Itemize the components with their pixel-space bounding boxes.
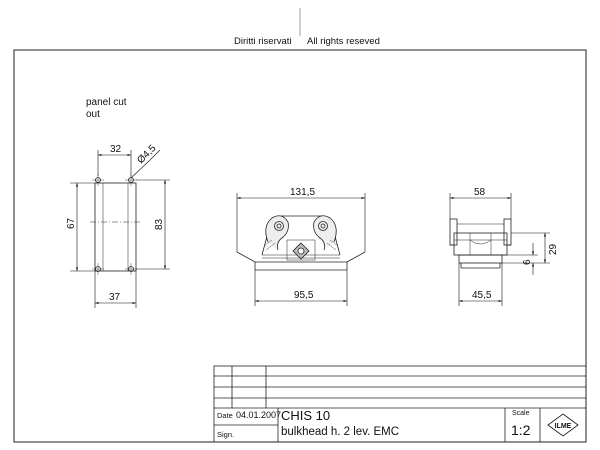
panel-cutout-label-line1: panel cut bbox=[86, 97, 127, 108]
dim-height-label: 29 bbox=[548, 243, 559, 255]
dim-base-width-side-label: 45,5 bbox=[472, 290, 492, 301]
date-value: 04.01.2007 bbox=[236, 410, 282, 420]
dim-top-width-label: 58 bbox=[474, 187, 486, 198]
panel-cutout-label-line2: out bbox=[86, 109, 100, 120]
dim-overall-width-label: 131,5 bbox=[290, 187, 315, 198]
dim-width-top-label: 32 bbox=[110, 144, 122, 155]
rights-reserved-italian: Diritti riservati bbox=[234, 36, 292, 47]
product-description: bulkhead h. 2 lev. EMC bbox=[281, 426, 400, 438]
dim-height-left-label: 67 bbox=[66, 217, 77, 229]
sign-label: Sign. bbox=[217, 430, 235, 439]
front-view-lever-left bbox=[265, 215, 289, 251]
side-view-clip-right bbox=[503, 218, 512, 246]
title-block bbox=[213, 365, 587, 443]
front-view-lever-right bbox=[313, 215, 337, 251]
panel-cutout-view bbox=[90, 174, 141, 275]
front-view-base bbox=[236, 251, 366, 263]
dim-width-bottom-label: 37 bbox=[109, 292, 121, 303]
dim-height-right-label: 83 bbox=[154, 218, 165, 230]
side-view-base bbox=[458, 254, 503, 264]
dim-leader-hole bbox=[130, 159, 151, 179]
title-block-frame bbox=[213, 365, 587, 443]
panel-cutout-dimensions bbox=[70, 149, 170, 308]
side-view-body bbox=[453, 232, 508, 256]
front-view bbox=[236, 215, 366, 271]
ilme-logo: ILME bbox=[547, 413, 579, 437]
ilme-logo-text: ILME bbox=[555, 423, 572, 430]
front-view-dimensions bbox=[236, 193, 366, 306]
side-view-clip-left bbox=[449, 218, 458, 246]
rights-reserved-english: All rights reseved bbox=[307, 36, 380, 47]
scale-label: Scale bbox=[512, 410, 530, 417]
dim-base-width-label: 95,5 bbox=[294, 290, 314, 301]
panel-cutout-outline bbox=[94, 182, 137, 272]
dim-base-height-label: 6 bbox=[522, 259, 533, 265]
side-view bbox=[449, 218, 512, 269]
product-code: CHIS 10 bbox=[281, 408, 331, 423]
side-view-dimensions bbox=[449, 193, 550, 306]
scale-value: 1:2 bbox=[511, 422, 531, 438]
date-label: Date bbox=[217, 411, 233, 420]
